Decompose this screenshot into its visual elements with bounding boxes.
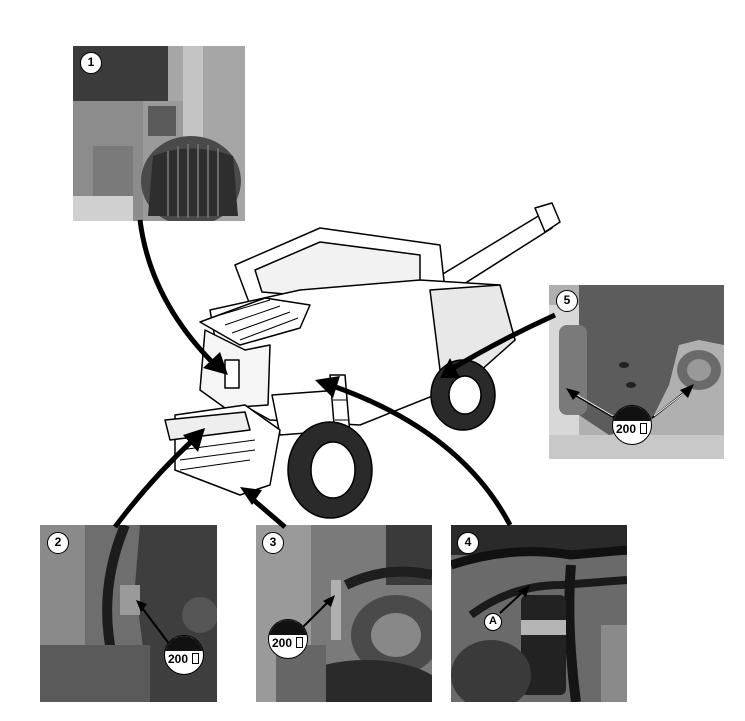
callout-4: 4: [457, 532, 479, 554]
lube-badge-5: 200: [612, 405, 652, 445]
callout-3: 3: [262, 532, 284, 554]
lube-badge-2-hours: 200: [168, 652, 189, 666]
callout-5: 5: [556, 290, 578, 312]
photo-3-pulley: [256, 525, 432, 702]
photo-5-axle: [549, 285, 724, 459]
lube-badge-3-grease-bar: [269, 620, 307, 635]
hourglass-icon: [296, 637, 303, 648]
callout-1: 1: [80, 52, 102, 74]
lube-badge-3: 200: [268, 619, 308, 659]
lube-badge-2: 200: [164, 635, 204, 675]
photo-4-filter: [451, 525, 627, 702]
lube-badge-5-hours: 200: [616, 422, 637, 436]
callout-2: 2: [47, 532, 69, 554]
photo-1-cab-seat: [73, 46, 245, 221]
hourglass-icon: [640, 423, 647, 434]
hourglass-icon: [192, 653, 199, 664]
lube-badge-5-grease-bar: [613, 406, 651, 421]
lube-badge-3-hours: 200: [272, 636, 293, 650]
lube-badge-2-grease-bar: [165, 636, 203, 651]
component-label-a: A: [484, 613, 502, 631]
